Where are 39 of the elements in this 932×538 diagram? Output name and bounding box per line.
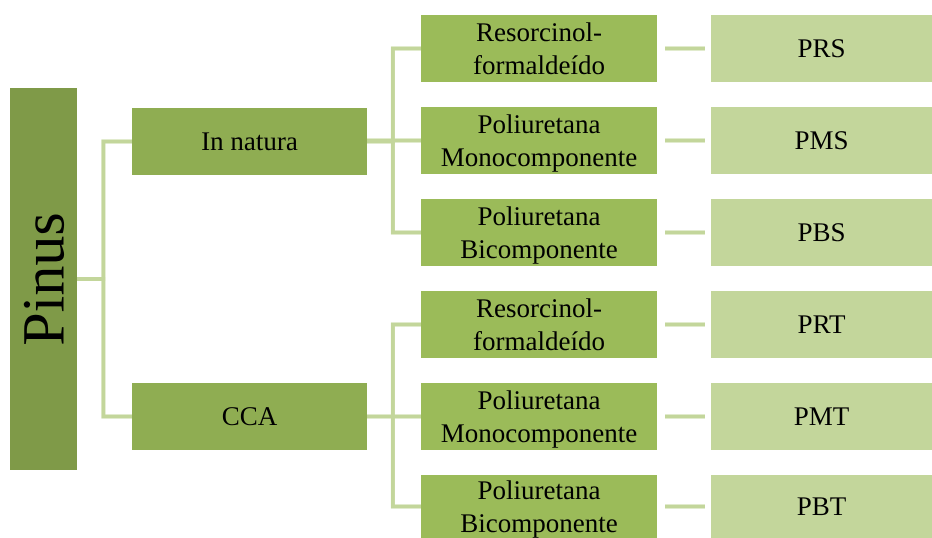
node-label: PMS: [794, 124, 849, 157]
connector-line: [665, 138, 705, 142]
connector-line: [665, 504, 705, 508]
adhesive-box: [421, 383, 657, 450]
node-label: CCA: [222, 400, 278, 433]
adhesive-box: [421, 107, 657, 174]
connector-line: [665, 414, 705, 418]
connector-line: [665, 322, 705, 326]
adhesive-box: [421, 199, 657, 266]
code-box: [711, 199, 932, 266]
node-label: Poliuretana Monocomponente: [440, 384, 638, 449]
root-box: [10, 88, 77, 470]
category-box: [132, 108, 367, 175]
connector-line: [367, 140, 421, 234]
code-box: [711, 475, 932, 538]
node-label: PRT: [798, 308, 846, 341]
node-label: PMT: [794, 400, 850, 433]
code-box: [711, 291, 932, 358]
node-label: PBS: [797, 216, 846, 249]
connector-line: [665, 46, 705, 50]
node-label: Poliuretana Bicomponente: [459, 200, 619, 265]
node-label: PBT: [796, 490, 846, 523]
node-label: In natura: [201, 125, 298, 158]
connector-line: [77, 277, 132, 418]
code-box: [711, 15, 932, 82]
adhesive-box: [421, 475, 657, 538]
node-label: Pinus: [14, 212, 74, 346]
adhesive-box: [421, 15, 657, 82]
node-label: Resorcinol- formaldeído: [472, 16, 606, 81]
connector-line: [665, 230, 705, 234]
node-label: Poliuretana Monocomponente: [440, 108, 638, 173]
code-box: [711, 383, 932, 450]
node-label: Resorcinol- formaldeído: [472, 292, 606, 357]
code-box: [711, 107, 932, 174]
adhesive-box: [421, 291, 657, 358]
category-box: [132, 383, 367, 450]
node-label: PRS: [797, 32, 846, 65]
connector-line: [367, 138, 421, 142]
node-label: Poliuretana Bicomponente: [459, 474, 619, 538]
